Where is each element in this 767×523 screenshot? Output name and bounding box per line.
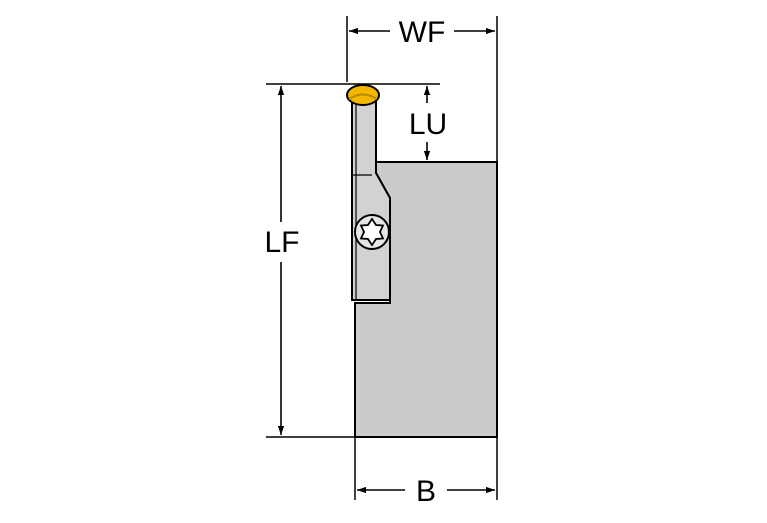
label-b: B: [416, 475, 436, 508]
dimension-lf: LF: [264, 86, 300, 435]
extension-lines: [266, 16, 498, 500]
dimension-lu: LU: [409, 86, 447, 160]
label-lu: LU: [409, 108, 447, 141]
torx-screw-icon: [354, 214, 390, 250]
blade: [351, 99, 391, 301]
insert-icon: [346, 84, 380, 106]
dimension-wf: WF: [349, 16, 495, 49]
dimension-b: B: [357, 475, 495, 508]
label-lf: LF: [264, 226, 299, 259]
label-wf: WF: [399, 16, 446, 49]
